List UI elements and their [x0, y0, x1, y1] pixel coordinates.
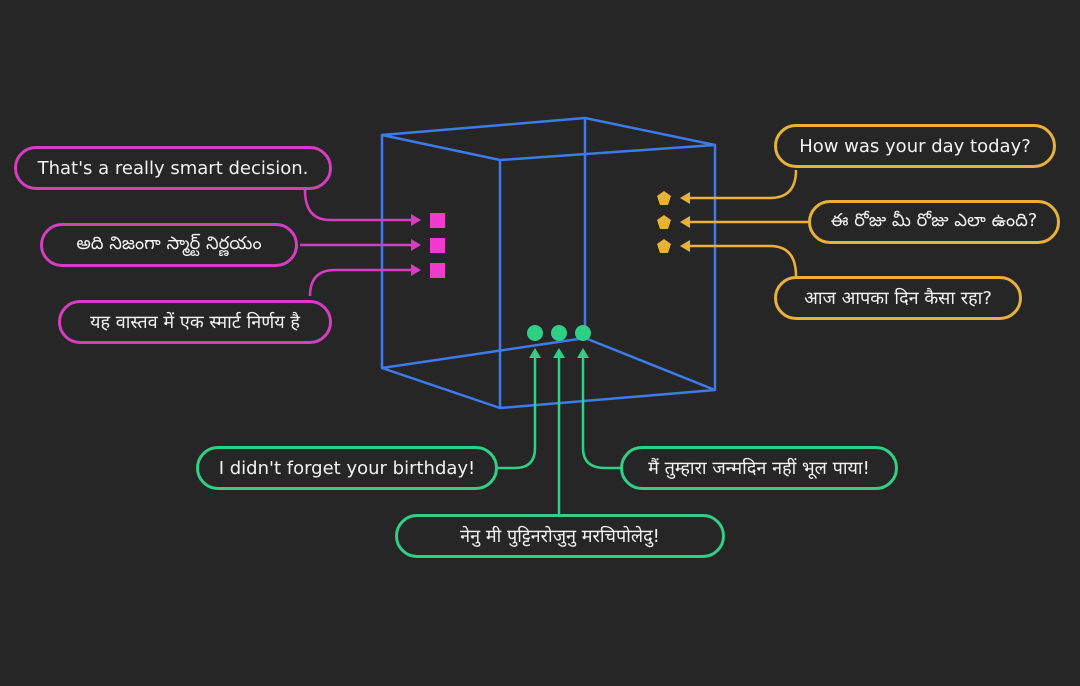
gold-connector-3 — [688, 244, 798, 277]
arrowhead — [680, 192, 690, 204]
pink-connectors — [300, 189, 413, 297]
bubble-text: नेनु मी पुट्टिनरोजुनु मरचिपोलेदु! — [460, 526, 660, 547]
circle-marker-icon — [575, 325, 591, 341]
pink-bubble-telugu: అది నిజంగా స్మార్ట్ నిర్ణయం — [40, 223, 298, 267]
pink-connector-1 — [303, 189, 413, 222]
arrowhead — [553, 348, 565, 358]
pentagon-marker-icon — [657, 239, 671, 253]
circle-marker-icon — [551, 325, 567, 341]
green-markers — [527, 325, 591, 341]
arrowhead — [529, 348, 541, 358]
bubble-text: అది నిజంగా స్మార్ట్ నిర్ణయం — [76, 232, 262, 254]
cube-wireframe — [380, 116, 717, 410]
cube-back-face — [498, 143, 717, 410]
arrowhead — [411, 239, 421, 251]
green-connectors — [498, 356, 622, 514]
square-marker-icon — [430, 213, 445, 228]
gold-connectors — [688, 169, 808, 277]
arrowhead — [577, 348, 589, 358]
pink-bubble-hindi: यह वास्तव में एक स्मार्ट निर्णय है — [58, 300, 332, 344]
square-marker-icon — [430, 238, 445, 253]
gold-markers — [657, 191, 671, 253]
arrowhead — [411, 214, 421, 226]
arrowhead — [411, 264, 421, 276]
green-bubble-telugu: नेनु मी पुट्टिनरोजुनु मरचिपोलेदु! — [395, 514, 725, 558]
bubble-text: आज आपका दिन कैसा रहा? — [804, 288, 992, 309]
green-arrowheads — [529, 348, 589, 358]
gold-bubble-english: How was your day today? — [774, 124, 1056, 168]
green-bubble-english: I didn't forget your birthday! — [196, 446, 498, 490]
pink-arrowheads — [411, 214, 421, 276]
cube-edge — [381, 133, 501, 162]
pentagon-marker-icon — [657, 215, 671, 229]
gold-arrowheads — [680, 192, 690, 252]
bubble-text: यह वास्तव में एक स्मार्ट निर्णय है — [90, 312, 300, 333]
square-marker-icon — [430, 263, 445, 278]
gold-connector-1 — [688, 169, 798, 200]
pink-connector-3 — [308, 268, 413, 297]
pentagon-marker-icon — [657, 191, 671, 205]
pink-bubble-english: That's a really smart decision. — [14, 146, 332, 190]
green-bubble-hindi: मैं तुम्हारा जन्मदिन नहीं भूल पाया! — [620, 446, 898, 490]
cube-edge — [584, 116, 716, 147]
pink-markers — [430, 213, 445, 278]
circle-marker-icon — [527, 325, 543, 341]
arrowhead — [680, 240, 690, 252]
cube-edge — [381, 366, 501, 410]
bubble-text: How was your day today? — [799, 135, 1031, 157]
bubble-text: That's a really smart decision. — [37, 157, 309, 179]
green-connector-1 — [498, 356, 537, 470]
bubble-text: मैं तुम्हारा जन्मदिन नहीं भूल पाया! — [648, 458, 870, 479]
gold-bubble-telugu: ఈ రోజు మీ రోజు ఎలా ఉంది? — [808, 200, 1060, 244]
gold-bubble-hindi: आज आपका दिन कैसा रहा? — [774, 276, 1022, 320]
green-connector-3 — [581, 356, 622, 470]
arrowhead — [680, 216, 690, 228]
cube-edge — [584, 336, 716, 392]
bubble-text: I didn't forget your birthday! — [218, 457, 476, 479]
bubble-text: ఈ రోజు మీ రోజు ఎలా ఉంది? — [830, 209, 1038, 231]
